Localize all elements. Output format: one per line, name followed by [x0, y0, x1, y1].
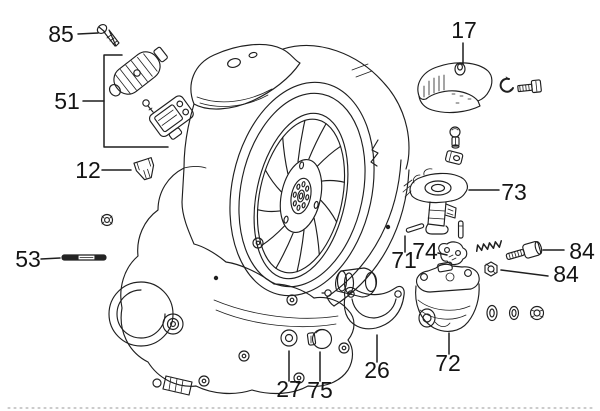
- callout-71: 71: [391, 247, 417, 273]
- lever-74: [438, 241, 468, 266]
- callout-72: 72: [435, 350, 461, 376]
- callout-12: 12: [75, 157, 101, 183]
- regulator-assembly-73: [402, 168, 468, 235]
- hex-nut: [529, 305, 545, 321]
- fan-shroud-silhouette: [183, 45, 410, 170]
- plug-75: [306, 328, 333, 350]
- small-nut: [100, 213, 114, 227]
- adjuster-nut-84: [484, 261, 498, 277]
- switch-block: [148, 95, 194, 140]
- starter-unit-51: [108, 46, 194, 140]
- fan-blades: [246, 113, 356, 278]
- cooling-duct: [326, 159, 410, 307]
- circlip: [499, 76, 514, 93]
- callout-labels: 85 51 12 53 17 73 71 74 84 84 72 26 27 7…: [15, 17, 595, 403]
- engine-assembly: [108, 43, 410, 396]
- canister: [108, 46, 168, 97]
- short-bolt: [517, 79, 542, 94]
- callout-17: 17: [451, 17, 477, 43]
- exhaust-stub: [321, 267, 378, 298]
- gasket-26: [343, 285, 405, 330]
- bush-12: [133, 157, 155, 181]
- callout-84b: 84: [553, 261, 579, 287]
- callout-85: 85: [48, 21, 74, 47]
- washer: [486, 304, 498, 322]
- small-screw: [142, 99, 154, 113]
- spring: [475, 240, 503, 252]
- cylinder-cowl-panel: [190, 43, 301, 110]
- flywheel-hub: [288, 176, 314, 215]
- flywheel-fan: [240, 105, 362, 288]
- callout-51: 51: [54, 88, 80, 114]
- washer: [508, 305, 520, 321]
- callout-27: 27: [276, 376, 302, 402]
- cable-clip: [444, 150, 464, 165]
- callout-73: 73: [501, 179, 527, 205]
- callout-75: 75: [307, 377, 333, 403]
- kickstart-stub: [152, 375, 193, 396]
- crankcase: [120, 166, 355, 395]
- adjuster-screw-84: [505, 240, 543, 260]
- screw-85: [96, 23, 120, 47]
- callout-26: 26: [364, 357, 390, 383]
- callout-74: 74: [412, 238, 438, 264]
- leader-lines: [40, 32, 565, 382]
- callout-84a: 84: [569, 238, 595, 264]
- stand-shoe-17: [417, 62, 493, 114]
- case-bolts: [198, 237, 350, 387]
- threaded-rod-53: [61, 254, 107, 261]
- washer-27: [280, 329, 298, 347]
- cover-housing-72: [415, 261, 480, 332]
- shroud-rim-inner: [238, 92, 366, 288]
- shroud-rim-outer: [229, 81, 375, 297]
- small-bolt: [449, 126, 461, 149]
- pin-71: [405, 223, 425, 233]
- clutch-cover: [108, 281, 184, 347]
- pin-vertical: [457, 220, 464, 239]
- callout-53: 53: [15, 246, 41, 272]
